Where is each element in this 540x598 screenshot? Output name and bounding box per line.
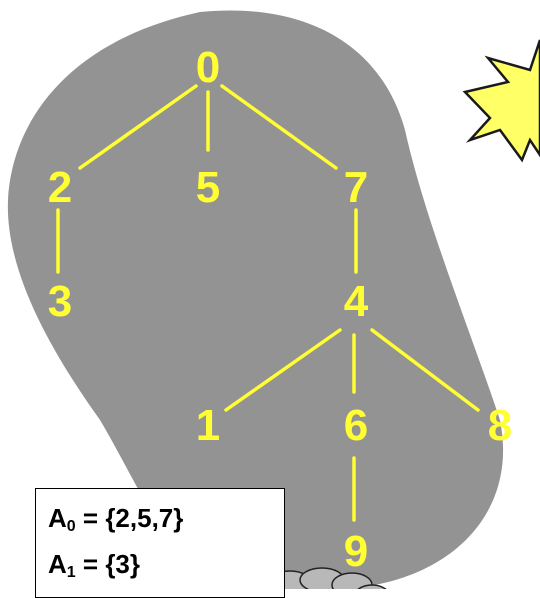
node-5: 5 bbox=[196, 163, 220, 212]
legend-set-name: A bbox=[48, 549, 67, 579]
edge-0-2 bbox=[78, 84, 198, 170]
node-0: 0 bbox=[196, 43, 220, 92]
node-3: 3 bbox=[48, 277, 72, 326]
legend-set-value: = {3} bbox=[75, 549, 141, 579]
legend-set-subscript: 1 bbox=[66, 564, 76, 581]
node-2: 2 bbox=[48, 163, 72, 212]
legend-line-a0: A0 = {2,5,7} bbox=[48, 503, 183, 536]
node-4: 4 bbox=[344, 277, 369, 326]
node-1: 1 bbox=[196, 401, 220, 450]
legend-set-value: = {2,5,7} bbox=[75, 503, 184, 533]
tree-nodes: 0 2 5 7 3 4 1 6 8 9 bbox=[48, 43, 512, 576]
gray-blob bbox=[7, 10, 504, 589]
legend-set-name: A bbox=[48, 503, 67, 533]
node-7: 7 bbox=[344, 163, 368, 212]
legend-set-subscript: 0 bbox=[66, 518, 76, 535]
node-8: 8 bbox=[488, 401, 512, 450]
tree-edges bbox=[56, 84, 480, 522]
node-9: 9 bbox=[344, 527, 368, 576]
edge-0-7 bbox=[220, 84, 338, 170]
edge-4-8 bbox=[370, 328, 480, 412]
edge-4-1 bbox=[224, 328, 342, 412]
set-legend-box: A0 = {2,5,7} A1 = {3} bbox=[35, 488, 285, 598]
starburst-icon bbox=[462, 39, 540, 163]
node-6: 6 bbox=[344, 401, 368, 450]
legend-line-a1: A1 = {3} bbox=[48, 549, 140, 582]
